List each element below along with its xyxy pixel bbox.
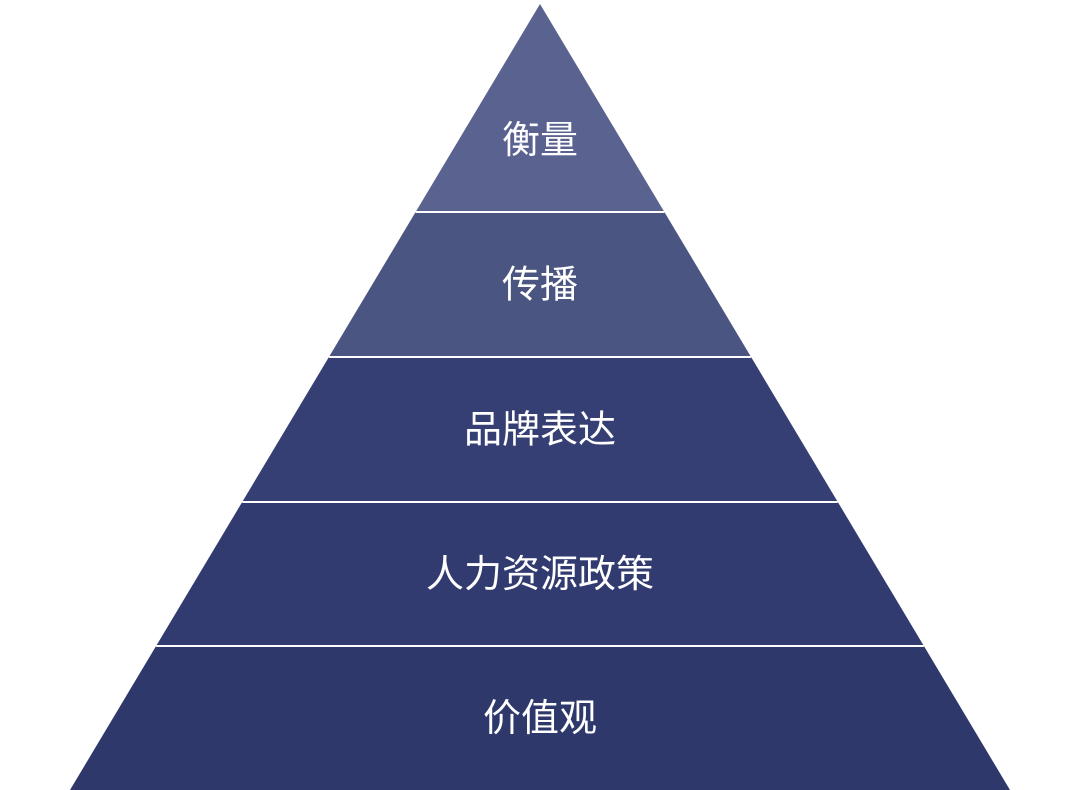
pyramid-layer-4-shape [156, 502, 924, 646]
pyramid-layer-4-label: 人力资源政策 [426, 552, 654, 596]
pyramid-layer-2-shape [328, 212, 752, 357]
pyramid-layer-3-shape [242, 357, 838, 502]
pyramid-layer-1-shape [415, 4, 665, 212]
pyramid-layer-3-label: 品牌表达 [464, 408, 616, 452]
pyramid-layer-5-shape [70, 646, 1010, 790]
pyramid-layer-2-label: 传播 [502, 263, 578, 307]
pyramid-layer-1-label: 衡量 [502, 118, 578, 162]
pyramid-layer-5-label: 价值观 [483, 696, 597, 740]
